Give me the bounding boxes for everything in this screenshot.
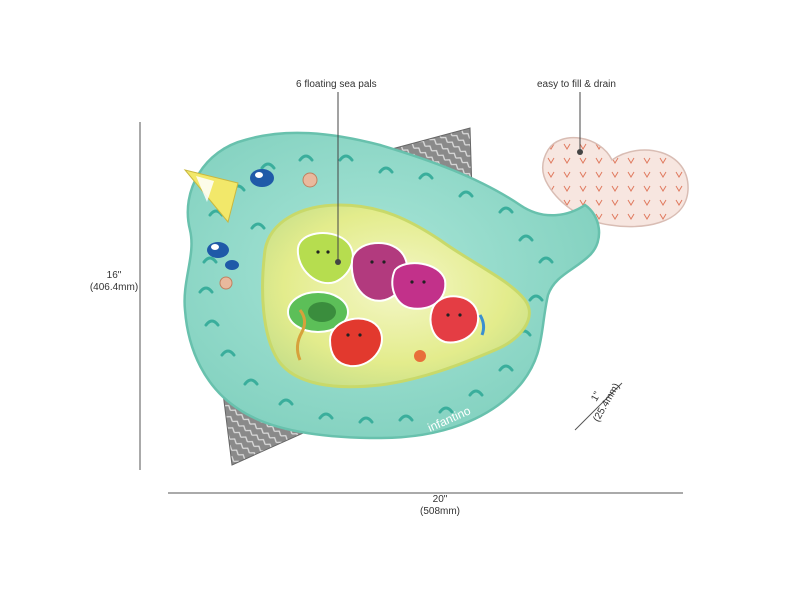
width-dimension-label: 20" (508mm) — [400, 494, 480, 518]
callout-sea-pals: 6 floating sea pals — [296, 79, 377, 90]
tail-plug — [542, 136, 689, 228]
height-mm: (406.4mm) — [89, 282, 139, 293]
callout-fill-drain: easy to fill & drain — [537, 79, 616, 90]
height-dimension-label: 16" (406.4mm) — [84, 270, 144, 294]
horn — [183, 169, 239, 224]
width-mm: (508mm) — [419, 506, 460, 517]
width-inches: 20" — [432, 494, 448, 505]
shell-decoration — [219, 276, 233, 290]
height-inches: 16" — [106, 270, 122, 281]
depth-dimension-line — [574, 382, 623, 431]
shell-decoration — [302, 172, 318, 188]
eyes — [207, 169, 274, 270]
sea-pals — [287, 232, 486, 368]
callout-dot-sea-pals — [335, 259, 341, 265]
callout-dot-fill-drain — [577, 149, 583, 155]
